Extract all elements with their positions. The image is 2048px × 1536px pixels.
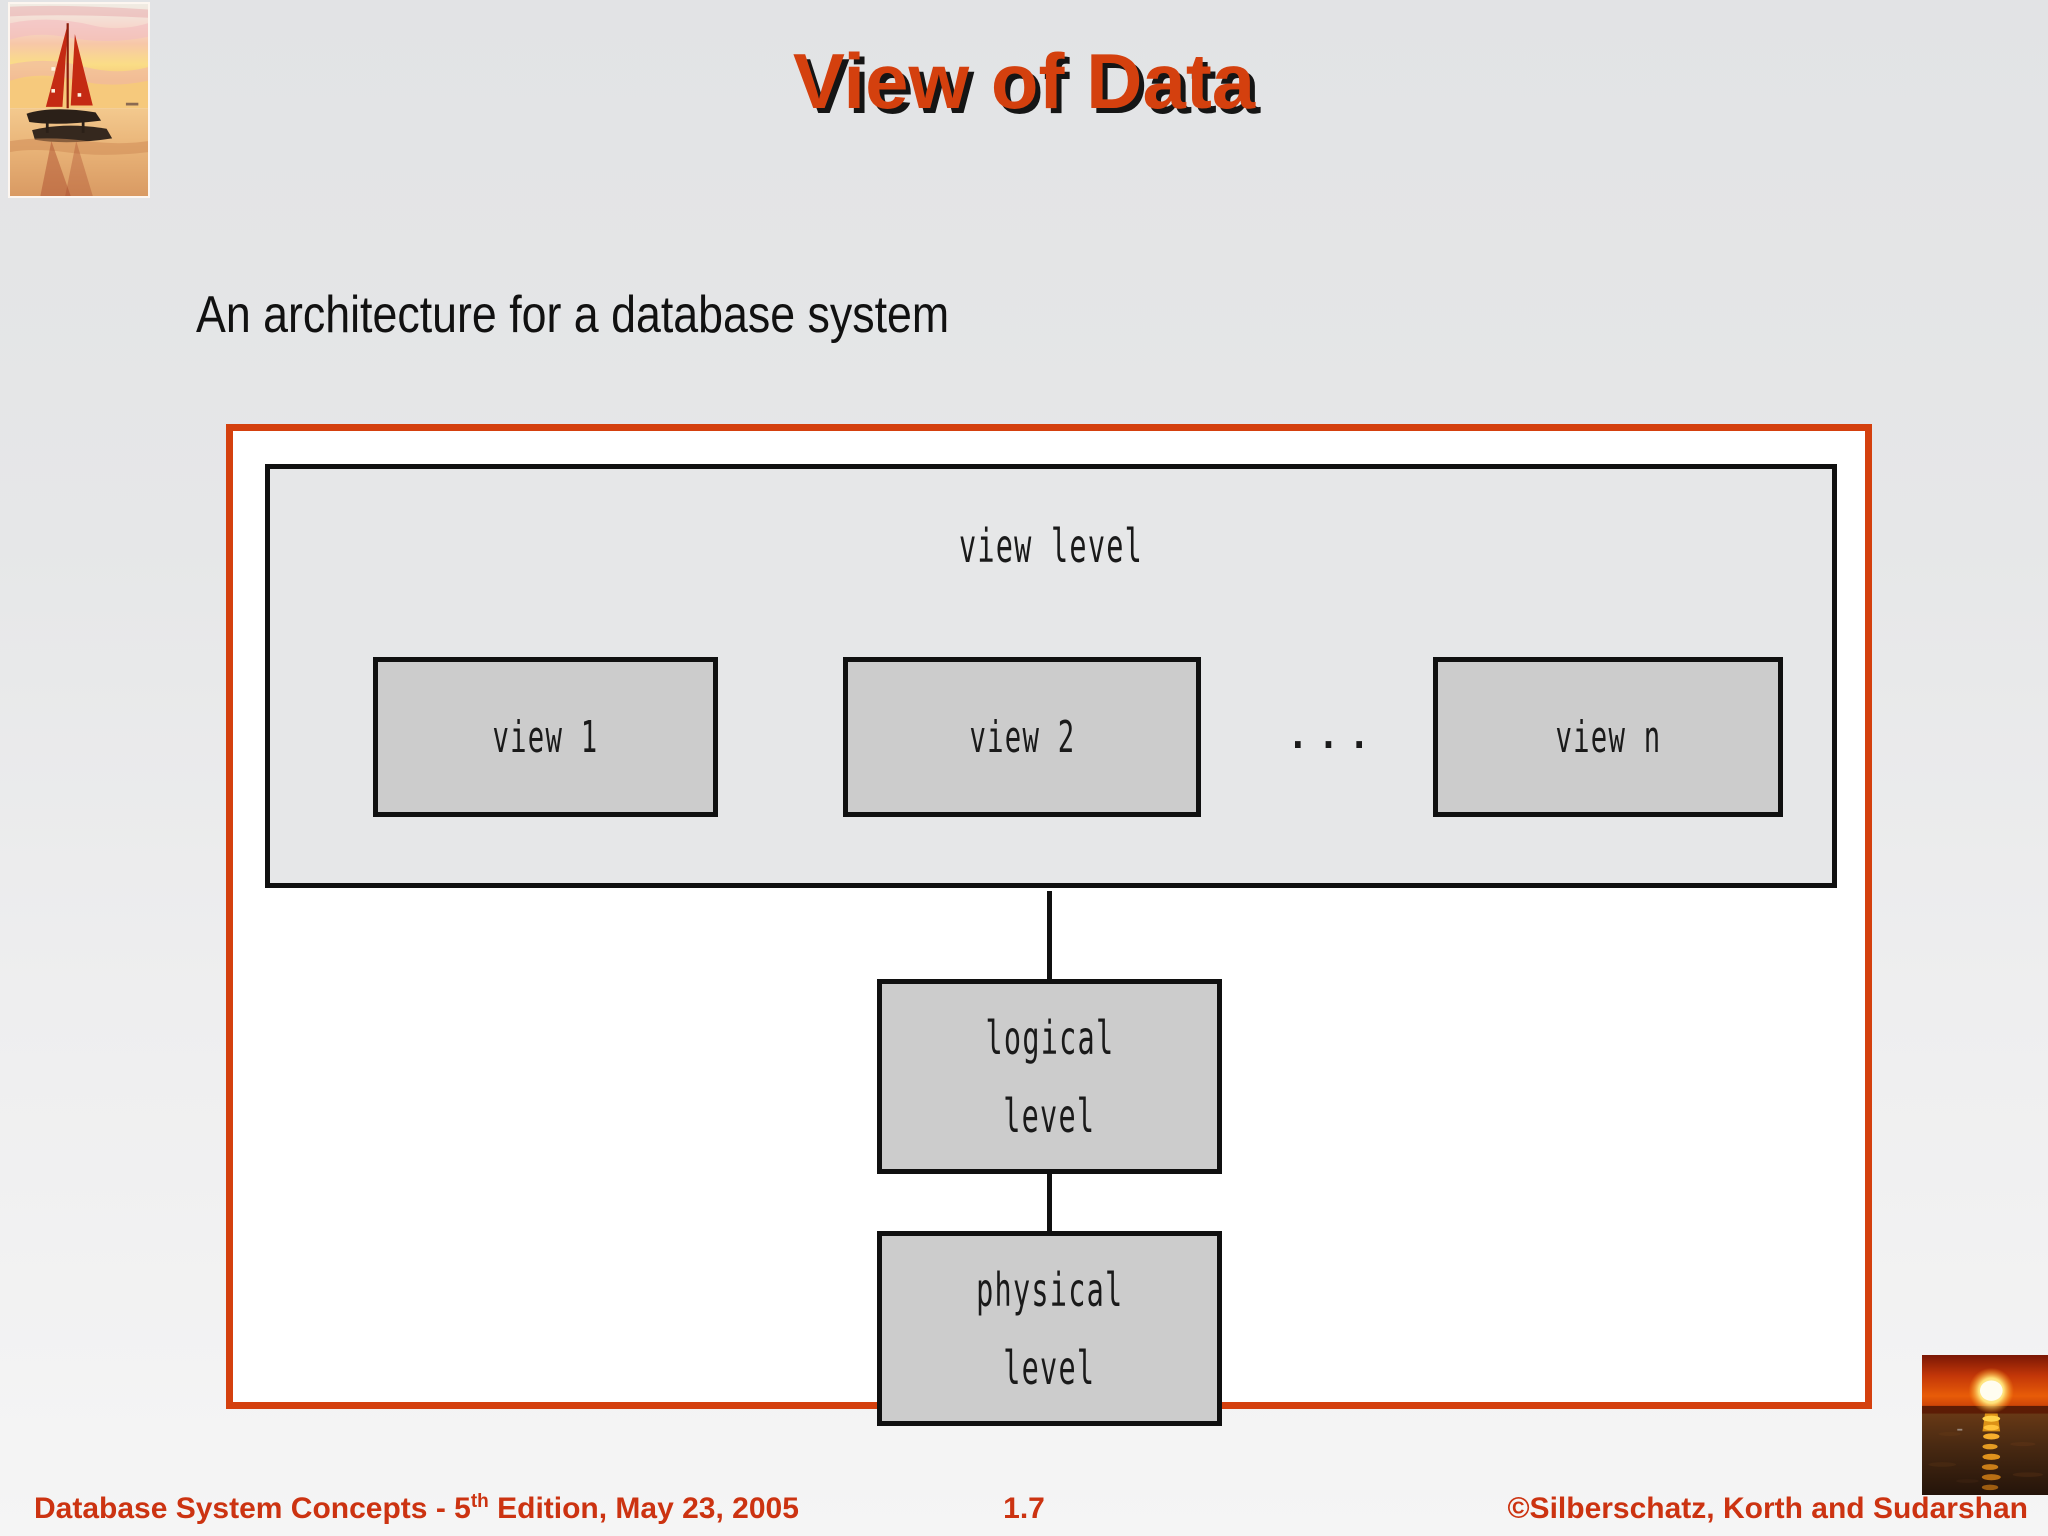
- physical-level-label-line2: level: [1003, 1340, 1096, 1395]
- logical-level-box: logical level: [877, 979, 1222, 1174]
- connector-view-to-logical: [1047, 891, 1052, 981]
- slide-body-text: An architecture for a database system: [196, 286, 950, 344]
- sailboat-sunset-photo: [8, 2, 150, 198]
- sailboat-sunset-icon: [10, 4, 148, 196]
- view-box-1: view 1: [373, 657, 718, 817]
- physical-level-box: physical level: [877, 1231, 1222, 1426]
- slide-footer: Database System Concepts - 5th Edition, …: [0, 1476, 2048, 1536]
- view-box-n: view n: [1433, 657, 1783, 817]
- view-level-panel: view level view 1 view 2 ... view n: [265, 464, 1837, 888]
- footer-left-suffix: Edition, May 23, 2005: [488, 1492, 799, 1525]
- ocean-sunset-icon: [1922, 1355, 2048, 1495]
- ocean-sunset-photo: [1922, 1355, 2048, 1495]
- footer-left-text: Database System Concepts - 5th Edition, …: [34, 1491, 799, 1526]
- view-box-2-label: view 2: [968, 711, 1075, 763]
- page-number: 1.7: [1003, 1492, 1045, 1525]
- connector-logical-to-physical: [1047, 1173, 1052, 1231]
- physical-level-label-line1: physical: [975, 1262, 1124, 1317]
- view-box-n-label: view n: [1554, 711, 1661, 763]
- architecture-diagram-frame: view level view 1 view 2 ... view n logi…: [226, 424, 1872, 1426]
- logical-level-label-line1: logical: [985, 1010, 1114, 1065]
- footer-left-superscript: th: [470, 1491, 489, 1512]
- view-level-label: view level: [958, 519, 1144, 573]
- logical-level-label-line2: level: [1003, 1088, 1096, 1143]
- footer-copyright: ©Silberschatz, Korth and Sudarshan: [1507, 1492, 2028, 1525]
- footer-left-prefix: Database System Concepts - 5: [34, 1492, 471, 1525]
- page-title: View of Data: [792, 37, 1256, 125]
- view-box-1-label: view 1: [492, 711, 599, 763]
- view-box-2: view 2: [843, 657, 1201, 817]
- views-ellipsis: ...: [1283, 705, 1377, 759]
